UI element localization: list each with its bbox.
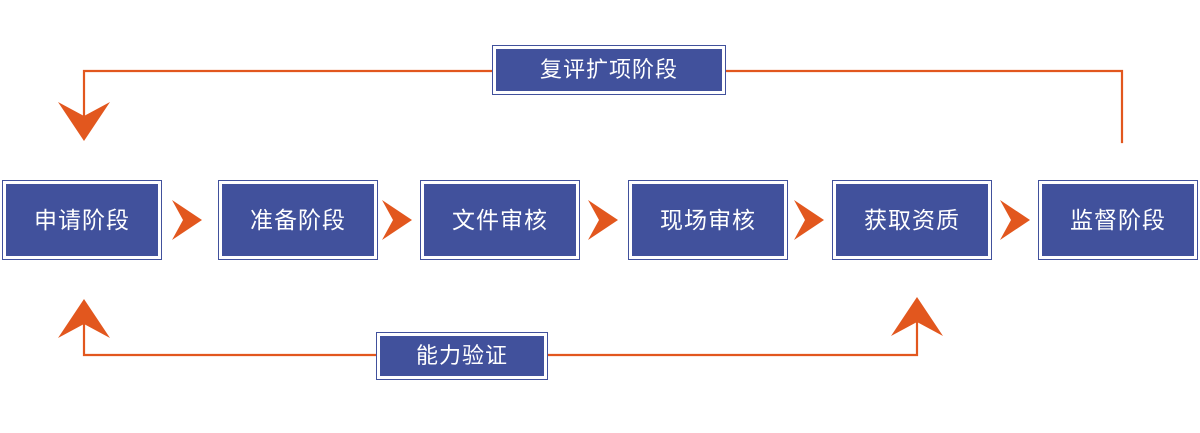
stage-box-1-fill: 申请阶段: [6, 184, 158, 256]
bottom-loop-right-drop: [547, 312, 919, 357]
chevron-separator-1-icon: [172, 200, 202, 240]
bottom-loop-left-rail: [82, 316, 377, 357]
loop-box-top-label: 复评扩项阶段: [539, 57, 678, 82]
stage-box-1[interactable]: 申请阶段: [2, 180, 162, 260]
bottom-loop-left-up-arrowhead-icon: [58, 299, 110, 338]
bottom-loop-right-up-arrowhead-icon: [891, 297, 943, 336]
stage-box-5-fill: 获取资质: [836, 184, 988, 256]
loop-box-top[interactable]: 复评扩项阶段: [492, 45, 726, 95]
stage-box-4-fill: 现场审核: [632, 184, 784, 256]
top-loop-right-riser: [725, 69, 1124, 144]
loop-box-bottom-fill: 能力验证: [380, 336, 544, 376]
loop-box-top-fill: 复评扩项阶段: [496, 49, 722, 91]
loop-box-bottom-label: 能力验证: [415, 343, 508, 368]
chevron-separator-4-icon: [794, 200, 824, 240]
stage-box-5-label: 获取资质: [864, 206, 960, 233]
top-loop-left-rail: [82, 69, 493, 126]
loop-box-bottom[interactable]: 能力验证: [376, 332, 548, 380]
stage-box-6-fill: 监督阶段: [1042, 184, 1194, 256]
stage-box-3-fill: 文件审核: [424, 184, 576, 256]
stage-box-2[interactable]: 准备阶段: [218, 180, 378, 260]
stage-box-4[interactable]: 现场审核: [628, 180, 788, 260]
stage-box-5[interactable]: 获取资质: [832, 180, 992, 260]
stage-box-1-label: 申请阶段: [34, 206, 130, 233]
chevron-separator-2-icon: [382, 200, 412, 240]
stage-box-2-label: 准备阶段: [250, 206, 346, 233]
stage-box-3[interactable]: 文件审核: [420, 180, 580, 260]
stage-box-4-label: 现场审核: [660, 206, 756, 233]
stage-box-6[interactable]: 监督阶段: [1038, 180, 1198, 260]
stage-box-3-label: 文件审核: [452, 206, 548, 233]
chevron-separator-3-icon: [588, 200, 618, 240]
chevron-separator-5-icon: [1000, 200, 1030, 240]
stage-box-6-label: 监督阶段: [1070, 206, 1166, 233]
top-loop-down-arrowhead-icon: [58, 102, 110, 141]
stage-box-2-fill: 准备阶段: [222, 184, 374, 256]
